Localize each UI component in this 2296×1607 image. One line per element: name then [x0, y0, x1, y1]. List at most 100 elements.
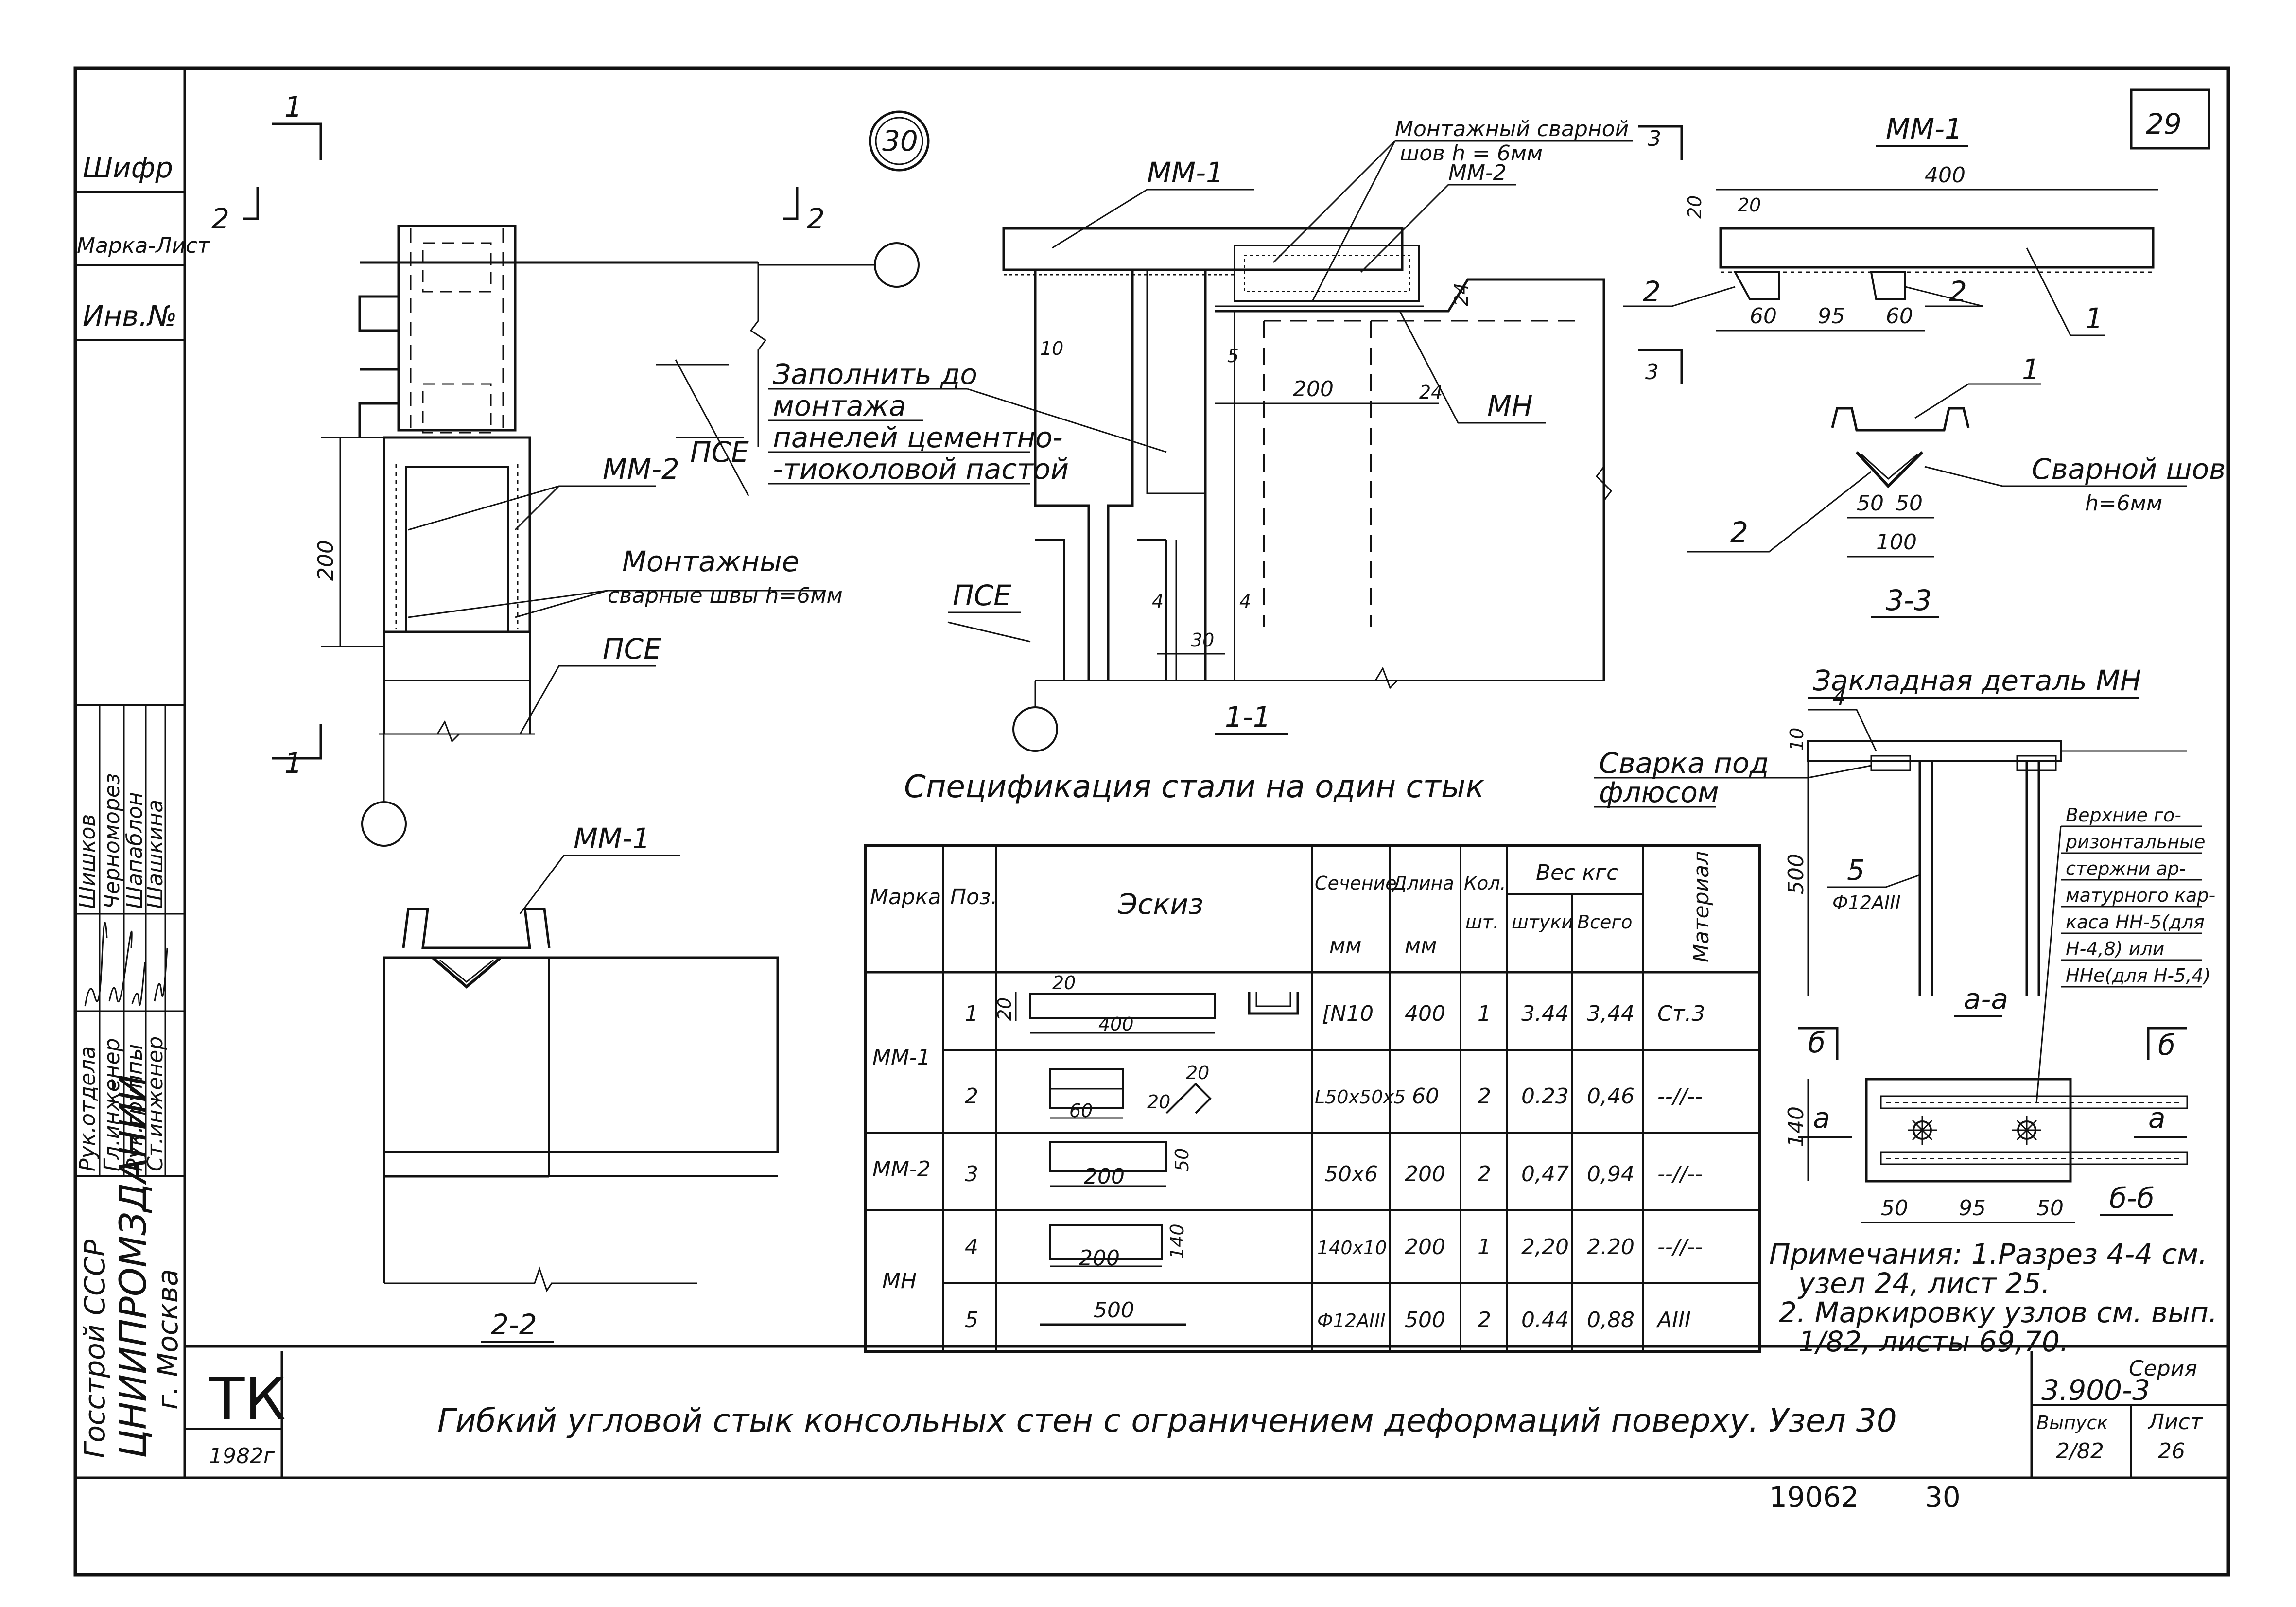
s33-dim-100: 100 — [1876, 530, 1917, 555]
spec-h-total-w: Всего — [1577, 911, 1633, 933]
signature-4 — [154, 947, 168, 1002]
view-1-1: ММ-1 Монтажный сварной шов h = 6мм ММ-2 … — [768, 117, 1683, 752]
view-2-2: ММ-1 2-2 — [383, 822, 779, 1343]
view11-dim-10: 10 — [1040, 338, 1063, 359]
sk3-dim-50: 50 — [1171, 1148, 1193, 1171]
side-note-line-6: Н-4,8) или — [2066, 938, 2164, 960]
org-line-1: Госстрой СССР — [78, 1240, 111, 1458]
spec-row-mark-3: ММ-2 — [872, 1157, 931, 1182]
sheet-number-box: 29 — [2130, 88, 2210, 150]
view22-label-mm1: ММ-1 — [574, 822, 650, 855]
mn-side-note: Верхние го- ризонтальные стержни ар- мат… — [2035, 804, 2215, 1104]
mm1-dim-95: 95 — [1818, 304, 1845, 329]
view11-dim-5: 5 — [1227, 345, 1239, 367]
spec-r4-unit: 2,20 — [1521, 1235, 1569, 1259]
mm1-pos-1: 1 — [2085, 302, 2103, 335]
plan-label-welds-1: Монтажные — [622, 545, 799, 578]
spec-h-weight: Вес кгс — [1536, 860, 1618, 885]
spec-r5-unit: 0.44 — [1521, 1308, 1569, 1332]
view11-dim-24b: 24 — [1419, 382, 1443, 403]
spec-h-mark: Марка — [870, 885, 941, 909]
s33-pos-1: 1 — [2022, 353, 2040, 386]
spec-r1-unit: 3.44 — [1521, 1001, 1569, 1026]
node-number-marker: 30 — [869, 110, 930, 172]
spec-r3-section: 50х6 — [1324, 1162, 1378, 1187]
s33-weld-h: h=6мм — [2085, 491, 2162, 516]
spec-r2-total: 0,46 — [1587, 1084, 1635, 1109]
stamp-name-4: Шашкина — [143, 800, 168, 909]
view22-title: 2-2 — [491, 1308, 537, 1341]
spec-h-length-1: Длина — [1392, 873, 1454, 894]
view11-dim-30: 30 — [1191, 629, 1214, 651]
spec-h-section-1: Сечение — [1315, 873, 1397, 894]
mm1-dim-20a: 20 — [1738, 194, 1761, 216]
spec-h-pos: Поз. — [950, 885, 997, 909]
spec-r5-total: 0,88 — [1587, 1308, 1635, 1332]
mm1-dim-60b: 60 — [1886, 304, 1913, 329]
spec-r5-material: АIII — [1656, 1308, 1691, 1332]
s33-pos-2: 2 — [1730, 516, 1748, 549]
spec-r1-material: Ст.3 — [1657, 1001, 1705, 1026]
stamp-position-4: Ст.инженер — [143, 1036, 168, 1171]
spec-r5-qty: 2 — [1478, 1308, 1491, 1332]
notes: Примечания: 1.Разрез 4-4 см. узел 24, ли… — [1769, 1238, 2217, 1358]
spec-h-material: Материал — [1689, 851, 1714, 962]
stamp-name-2: Черноморез — [100, 773, 124, 909]
side-note-line-1: Верхние го- — [2066, 804, 2181, 826]
view11-fill-3: панелей цементно- — [773, 421, 1063, 454]
sk2-dim-20b: 20 — [1186, 1062, 1209, 1083]
spec-r1-length: 400 — [1405, 1001, 1445, 1026]
side-note-line-3: стержни ар- — [2066, 858, 2186, 879]
spec-r4-material: --//-- — [1657, 1235, 1703, 1259]
mm1-section-3a: 3 — [1645, 360, 1659, 384]
stamp-name-3: Шапаблон — [122, 792, 147, 909]
spec-r4-total: 2.20 — [1587, 1235, 1635, 1259]
series-value: 3.900-3 — [2041, 1374, 2150, 1407]
drawing-title: Гибкий угловой стык консольных стен с ог… — [437, 1402, 1897, 1439]
mn-mark-b1: б — [1808, 1026, 1826, 1059]
sk1-dim-20b: 20 — [994, 997, 1015, 1021]
spec-r1-pos: 1 — [965, 1001, 978, 1026]
view11-label-pse: ПСЕ — [953, 579, 1011, 612]
side-note-line-7: ННе(для Н-5,4) — [2066, 965, 2210, 986]
stamp-name-1: Шишков — [75, 814, 100, 909]
mm1-dim-20b: 20 — [1684, 195, 1705, 219]
view11-section-3: 3 — [1648, 126, 1661, 151]
spec-r5-pos: 5 — [965, 1308, 978, 1332]
sheet-number-top: 29 — [2146, 107, 2182, 140]
spec-r1-section: [N10 — [1322, 1001, 1374, 1026]
spec-r4-length: 200 — [1405, 1235, 1445, 1259]
mn-mark-b2: б — [2158, 1029, 2175, 1062]
mn-mark-a1: а — [1813, 1101, 1830, 1135]
mn-title: Закладная деталь МН — [1813, 664, 2141, 697]
mn-dim-140: 140 — [1784, 1106, 1809, 1147]
notes-line-2: узел 24, лист 25. — [1797, 1267, 2050, 1300]
mn-section-aa: а-а — [1964, 982, 2008, 1015]
spec-r1-qty: 1 — [1478, 1001, 1491, 1026]
view11-label-mn: МН — [1487, 389, 1533, 422]
plan-label-mm2: ММ-2 — [603, 453, 679, 486]
spec-r5-length: 500 — [1405, 1308, 1445, 1332]
mn-mark-a2: а — [2148, 1101, 2166, 1135]
year: 1982г — [209, 1444, 275, 1468]
signature-1 — [84, 922, 108, 1007]
spec-r2-length: 60 — [1412, 1084, 1439, 1109]
mm1-title: ММ-1 — [1886, 112, 1963, 145]
sheet-value: 26 — [2158, 1439, 2185, 1464]
spec-sketches: 20 20 400 60 20 20 200 50 200 140 — [994, 972, 1299, 1326]
frame — [73, 66, 2230, 1577]
spec-r3-pos: 3 — [965, 1162, 978, 1187]
sk4-dim-200: 200 — [1079, 1246, 1120, 1271]
plan-dim-200: 200 — [313, 540, 338, 581]
spec-r3-unit: 0,47 — [1521, 1162, 1569, 1187]
spec-r3-qty: 2 — [1478, 1162, 1491, 1187]
mn-welding-note-1: Сварка под — [1599, 747, 1769, 780]
stamp-position-1: Рук.отдела — [75, 1046, 100, 1171]
view11-dim-4b: 4 — [1239, 591, 1251, 612]
mn-dim-500: 500 — [1784, 854, 1809, 894]
spec-row-mark-4: МН — [882, 1269, 917, 1293]
stamp-row-inv: Инв.№ — [83, 299, 177, 332]
spec-r4-section: 140х10 — [1317, 1237, 1387, 1258]
section-3-3: 50 50 100 1 2 Сварной шов h=6мм 3-3 — [1687, 353, 2226, 618]
